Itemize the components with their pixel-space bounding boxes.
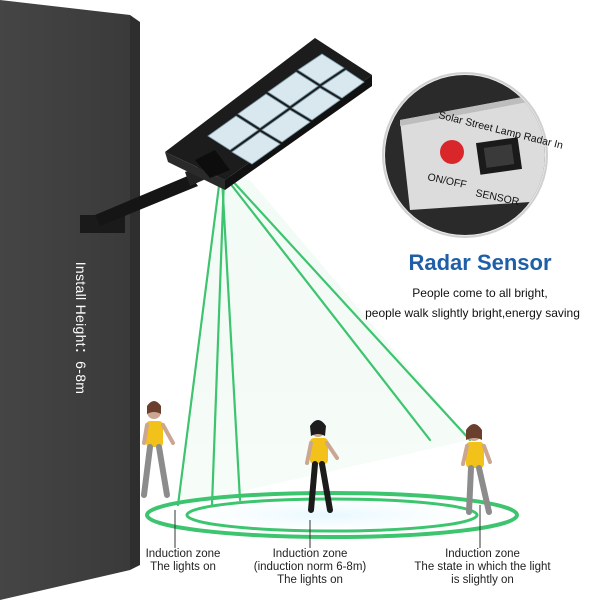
light-cone (180, 175, 470, 505)
install-height-label: Install Height：6-8m (73, 261, 89, 395)
person-right (461, 424, 492, 515)
zone-ellipse-inner (185, 497, 479, 533)
on-off-button (440, 140, 464, 164)
zone-caption-right: Induction zone The state in which the li… (400, 548, 565, 587)
zone-caption-middle: Induction zone (induction norm 6-8m) The… (245, 548, 375, 587)
zone-caption-line: Induction zone (145, 548, 221, 560)
zone-caption-line: The state in which the light (414, 561, 551, 573)
radar-sensor-title: Radar Sensor (408, 250, 552, 275)
radar-description-line1: People come to all bright, (412, 286, 548, 300)
zone-caption-line: is slightly on (451, 574, 514, 586)
beam-lines (176, 174, 472, 507)
zone-caption-line: Induction zone (272, 548, 348, 560)
zone-caption-line: Induction zone (445, 548, 520, 560)
street-lamp (165, 38, 372, 190)
zone-caption-line: The lights on (150, 561, 216, 573)
zone-caption-left: Induction zone The lights on (128, 548, 238, 574)
sensor-inset (382, 72, 548, 238)
zone-ellipse-outer (145, 491, 519, 539)
zone-caption-line: (induction norm 6-8m) (253, 561, 367, 573)
person-left (141, 401, 175, 498)
zone-caption-line: The lights on (277, 574, 343, 586)
person-middle (305, 420, 339, 513)
wall (0, 0, 130, 600)
radar-description-line2: people walk slightly bright,energy savin… (365, 306, 580, 320)
